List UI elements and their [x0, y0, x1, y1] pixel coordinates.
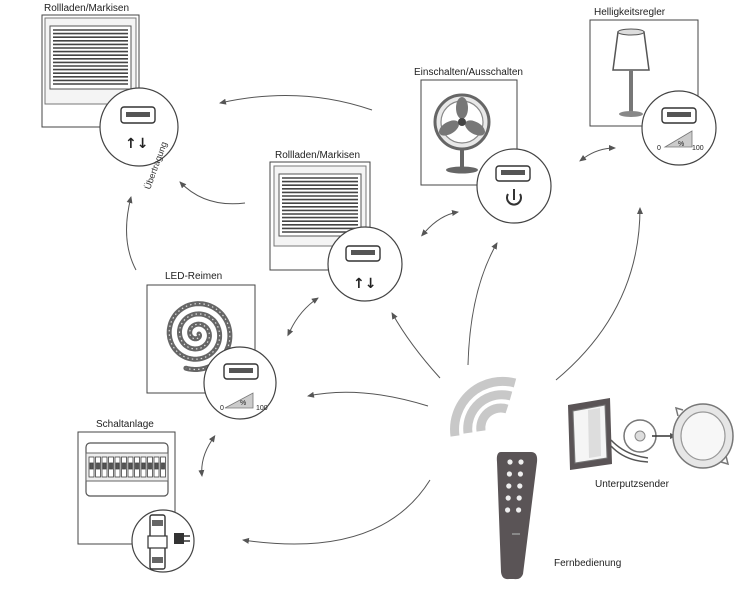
dimmer-scale-unit: % [678, 141, 684, 148]
receiver-module-icon [661, 107, 697, 124]
dimmer-scale-min: 0 [220, 405, 224, 412]
arrow-mid-shutter-to-top [179, 181, 246, 205]
receiver-module-icon [223, 363, 259, 380]
fan-icon [433, 93, 491, 174]
flush-box-icon [672, 403, 734, 469]
din-module-icon [147, 514, 168, 570]
shutter-mid-label: Rollladen/Markisen [275, 150, 361, 161]
dimmer-scale-max: 100 [256, 405, 268, 412]
dimmer-panel [589, 19, 717, 166]
power-icon [506, 189, 522, 206]
dimmer-ramp-icon [224, 392, 254, 409]
dimmer-scale-max: 100 [692, 145, 704, 152]
updown-arrows-icon: ↑↓ [125, 136, 148, 152]
receiver-module-icon [120, 106, 156, 124]
arrow-led-to-top-shutter [126, 196, 137, 271]
wireless-signal-icon [450, 376, 517, 437]
led-panel [146, 284, 277, 420]
receiver-module-icon [345, 245, 381, 262]
onoff-label: Einschalten/Ausschalten [414, 67, 523, 78]
shutter-panel-top [41, 14, 179, 167]
shutter-slats [282, 177, 358, 233]
arrow-bi-shutter-onoff [421, 210, 459, 237]
dimmer-scale-unit: % [240, 400, 246, 407]
dimmer-ramp-icon [663, 130, 693, 148]
arrow-remote-to-shutter-mid [391, 312, 441, 379]
receiver-module-icon [495, 165, 531, 182]
shutter-top-label: Rollladen/Markisen [44, 3, 130, 14]
connection-arrows [126, 95, 643, 545]
shutter-slats [53, 29, 128, 85]
arrow-remote-to-switchboard [242, 479, 431, 545]
shutter-panel-mid [269, 161, 403, 302]
arrow-remote-to-onoff [467, 242, 498, 366]
dimmer-scale-min: 0 [657, 145, 661, 152]
updown-arrows-icon: ↑↓ [353, 276, 376, 292]
arrow-bi-onoff-dimmer [579, 145, 616, 162]
switchboard-panel [77, 431, 195, 573]
led-strip-spiral-icon [166, 301, 233, 372]
led-label: LED-Reimen [165, 271, 223, 282]
flush-transmitter-icon [568, 398, 734, 470]
arrow-onoff-to-top [219, 95, 373, 111]
remote-control-icon [496, 452, 538, 580]
dimmer-label: Helligkeitsregler [594, 7, 666, 18]
arrow-transmitter-to-dimmer [555, 207, 643, 381]
arrow-bi-led-shutter [287, 297, 319, 337]
lamp-icon [612, 28, 650, 117]
flush-transmitter-label: Unterputzsender [595, 479, 669, 490]
plug-icon [174, 533, 190, 544]
arrow-bi-led-switchboard [198, 435, 216, 477]
onoff-panel [420, 79, 552, 224]
arrow-remote-to-led [307, 391, 429, 407]
breaker-row [88, 456, 166, 478]
remote-label: Fernbedienung [554, 558, 622, 569]
switchboard-label: Schaltanlage [96, 419, 154, 430]
